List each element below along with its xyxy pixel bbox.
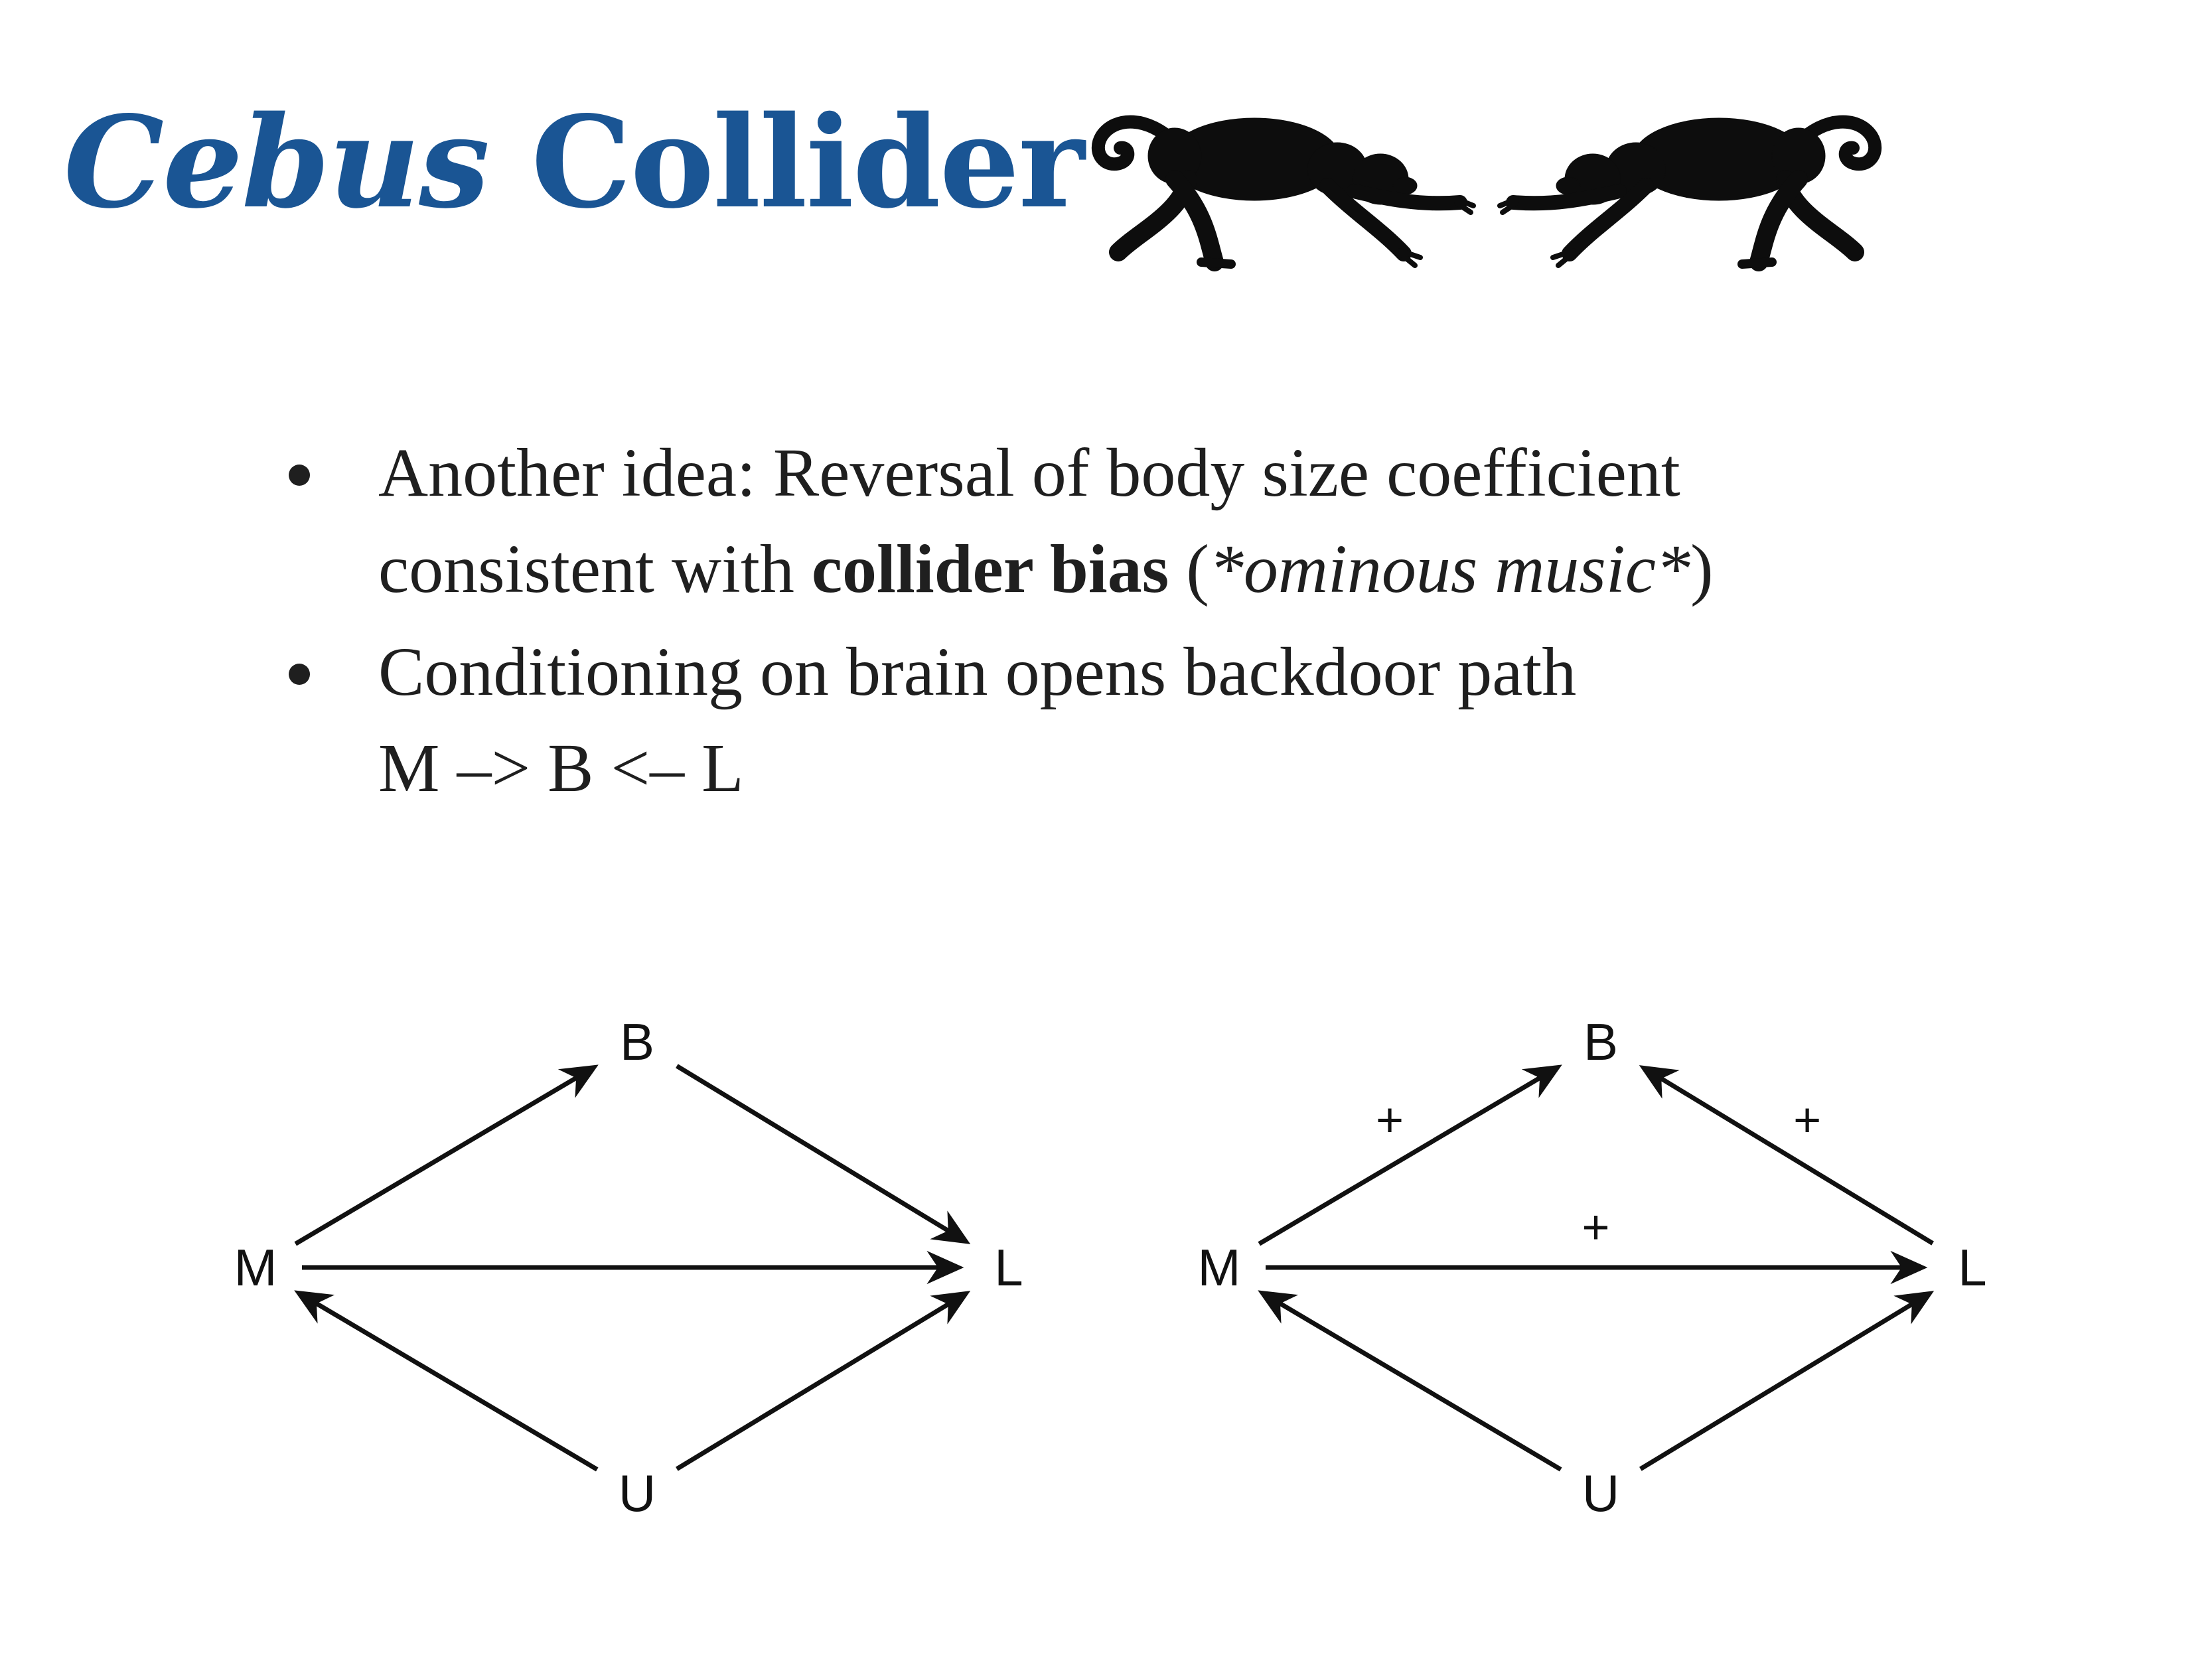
bullet-1-line-2: consistent with collider bias (*ominous … <box>378 521 1938 617</box>
bullet-2-line-1: Conditioning on brain opens backdoor pat… <box>378 634 1577 710</box>
node-U: U <box>1582 1464 1619 1522</box>
dag-diagram-right: + + + B M L U <box>1198 1013 1987 1522</box>
edge-U-to-M <box>1258 1290 1562 1472</box>
node-M: M <box>234 1238 277 1297</box>
title-italic-part: Cebus <box>64 88 490 236</box>
node-L: L <box>1958 1238 1986 1297</box>
edge-L-to-B <box>1639 1065 1934 1246</box>
edge-U-to-L <box>676 1291 971 1471</box>
monkey-left-silhouette <box>1091 115 1476 271</box>
node-U: U <box>619 1464 656 1522</box>
edge-M-to-B <box>294 1064 599 1246</box>
bullet-dot <box>289 465 310 486</box>
bullet-2-line-2: M –> B <– L <box>378 730 744 806</box>
bullet-1-line-1: Another idea: Reversal of body size coef… <box>378 435 1680 511</box>
bullet-item-collider-bias: Another idea: Reversal of body size coef… <box>279 425 1938 617</box>
edge-U-to-L <box>1639 1291 1935 1471</box>
node-M: M <box>1198 1238 1241 1297</box>
bullet-list: Another idea: Reversal of body size coef… <box>279 425 1938 823</box>
bullet-item-backdoor-path: Conditioning on brain opens backdoor pat… <box>279 624 1938 816</box>
edge-sign-L-B: + <box>1793 1094 1821 1147</box>
bullet-1-italic-aside: *ominous music* <box>1209 531 1690 607</box>
edge-B-to-L <box>676 1064 971 1244</box>
bullet-1-bold-term: collider bias <box>811 531 1169 607</box>
edge-U-to-M <box>294 1290 599 1472</box>
node-B: B <box>1584 1013 1618 1071</box>
bullet-1-paren-close: ) <box>1690 531 1714 607</box>
bullet-1-paren-open: ( <box>1169 531 1209 607</box>
edge-sign-M-B: + <box>1376 1094 1404 1147</box>
bullet-dot <box>289 664 310 685</box>
node-B: B <box>620 1013 654 1071</box>
edge-M-to-B <box>1258 1064 1562 1246</box>
dag-diagram-left: B M L U <box>234 1013 1023 1522</box>
monkey-silhouettes-image <box>1091 115 1882 271</box>
edge-sign-M-L: + <box>1582 1201 1609 1254</box>
bullet-1-text: consistent with <box>378 531 812 607</box>
monkey-right-silhouette <box>1497 115 1882 271</box>
node-L: L <box>994 1238 1023 1297</box>
title-rest-part: Collider <box>531 88 1084 236</box>
slide-title: Cebus Collider <box>64 100 1085 226</box>
